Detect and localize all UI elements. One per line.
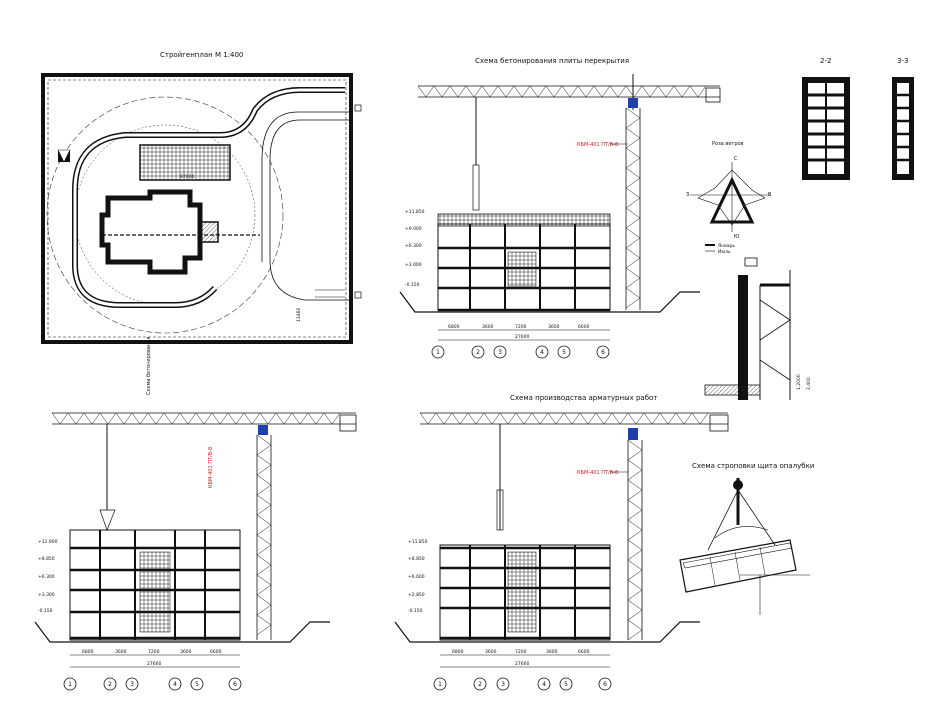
svg-text:6: 6 xyxy=(233,681,237,688)
svg-text:КБМ-401 ПТ/В-8: КБМ-401 ПТ/В-8 xyxy=(208,447,214,488)
crane-mast-top xyxy=(625,107,641,310)
svg-text:Ю: Ю xyxy=(734,234,740,240)
wind-rose: Роза ветров С Ю З В Январь Июль xyxy=(686,141,772,255)
svg-text:27600: 27600 xyxy=(515,661,529,667)
dims-bl: 6800 3600 7200 3600 6600 27600 xyxy=(82,649,222,667)
dims-br: 6800 3600 7200 3600 6600 27600 xyxy=(452,649,590,667)
svg-text:+8.850: +8.850 xyxy=(38,556,55,562)
svg-text:3600: 3600 xyxy=(482,324,494,330)
concreting-title: Схема бетонирования плиты перекрытия xyxy=(475,57,629,65)
rebar-title: Схема производства арматурных работ xyxy=(510,394,657,402)
svg-text:1: 1 xyxy=(438,681,442,688)
svg-text:3: 3 xyxy=(130,681,134,688)
svg-text:-0.150: -0.150 xyxy=(38,608,53,614)
section-3-title: 3-3 xyxy=(897,57,908,65)
elevations-br: +11.850 +8.850 +6.600 +2.850 -0.150 xyxy=(408,539,428,614)
svg-text:3600: 3600 xyxy=(485,649,497,655)
crane-jib-br xyxy=(419,412,729,440)
svg-text:6600: 6600 xyxy=(578,649,590,655)
svg-text:2: 2 xyxy=(476,349,480,356)
elevations-top: +11.850 +9.000 +6.300 +3.000 -0.150 xyxy=(405,209,425,288)
svg-text:6: 6 xyxy=(603,681,607,688)
svg-text:4: 4 xyxy=(173,681,177,688)
building-elevation-br xyxy=(439,544,611,641)
svg-text:6: 6 xyxy=(601,349,605,356)
sections: 2-2 3-3 xyxy=(802,57,914,180)
svg-text:3600: 3600 xyxy=(548,324,560,330)
axis-markers-top: 1 2 3 4 5 6 xyxy=(431,345,610,359)
svg-text:6600: 6600 xyxy=(578,324,590,330)
svg-text:2: 2 xyxy=(108,681,112,688)
svg-text:1,2000: 1,2000 xyxy=(796,374,802,390)
svg-text:+6.300: +6.300 xyxy=(405,243,422,249)
elevation-bottom-left: КБМ-401 ПТ/В-8 +11.900 +8.850 +6.300 +3.… xyxy=(34,412,357,691)
svg-text:3600: 3600 xyxy=(180,649,192,655)
site-plan-title: Стройгенплан М 1:400 xyxy=(160,51,243,59)
svg-text:6600: 6600 xyxy=(210,649,222,655)
svg-text:+2.850: +2.850 xyxy=(408,592,425,598)
svg-text:3: 3 xyxy=(501,681,505,688)
dims-top: 6800 3600 7200 3600 6600 27600 xyxy=(448,324,590,340)
crane-jib-top xyxy=(417,74,721,110)
formwork-detail: 1,2000 2,400 xyxy=(704,257,812,400)
elevations-bl: +11.900 +8.850 +6.300 +3.300 -0.150 xyxy=(38,539,58,614)
building-elevation-top xyxy=(437,213,611,312)
rebar-scheme: Схема производства арматурных работ КБМ-… xyxy=(394,394,729,691)
crane-model-label: КБМ-401 ПТ/В-8 xyxy=(577,142,618,148)
svg-text:5: 5 xyxy=(195,681,199,688)
svg-text:+11.900: +11.900 xyxy=(38,539,58,545)
site-plan: Стройгенплан М 1:400 13460 87000 Схема б… xyxy=(41,51,362,395)
svg-text:27600: 27600 xyxy=(515,334,529,340)
svg-text:5: 5 xyxy=(562,349,566,356)
svg-text:КБМ-401 ПТ/В-8: КБМ-401 ПТ/В-8 xyxy=(577,470,618,476)
svg-text:-0.150: -0.150 xyxy=(408,608,423,614)
svg-text:3600: 3600 xyxy=(546,649,558,655)
building-elevation-bl xyxy=(69,529,241,641)
svg-text:6800: 6800 xyxy=(452,649,464,655)
svg-text:Июль: Июль xyxy=(718,249,731,255)
svg-text:+6.600: +6.600 xyxy=(408,574,425,580)
svg-text:1: 1 xyxy=(436,349,440,356)
crane-mast-bl xyxy=(256,434,272,640)
concreting-scheme: Схема бетонирования плиты перекрытия КБМ… xyxy=(399,57,721,359)
svg-text:5: 5 xyxy=(564,681,568,688)
svg-text:6800: 6800 xyxy=(448,324,460,330)
svg-text:6800: 6800 xyxy=(82,649,94,655)
slinging-title: Схема строповки щита опалубки xyxy=(692,462,814,470)
crane-jib-bl xyxy=(51,412,357,435)
svg-text:1: 1 xyxy=(68,681,72,688)
site-plan-dim-left: 13460 xyxy=(296,308,302,322)
svg-text:+6.300: +6.300 xyxy=(38,574,55,580)
svg-text:2,400: 2,400 xyxy=(806,377,812,390)
svg-text:Январь: Январь xyxy=(718,243,735,249)
svg-text:4: 4 xyxy=(542,681,546,688)
axis-markers-bl: 1 2 3 4 5 6 xyxy=(63,677,242,691)
slinging-scheme: Схема строповки щита опалубки xyxy=(679,462,814,615)
site-plan-vertical-label: Схема бетонирования xyxy=(146,337,152,395)
svg-text:З: З xyxy=(686,192,689,198)
svg-text:С: С xyxy=(734,156,738,162)
svg-text:4: 4 xyxy=(540,349,544,356)
svg-text:27600: 27600 xyxy=(147,661,161,667)
svg-text:3: 3 xyxy=(498,349,502,356)
svg-text:+8.850: +8.850 xyxy=(408,556,425,562)
section-2-title: 2-2 xyxy=(820,57,831,65)
svg-text:+9.000: +9.000 xyxy=(405,226,422,232)
svg-text:-0.150: -0.150 xyxy=(405,282,420,288)
svg-text:+3.300: +3.300 xyxy=(38,592,55,598)
svg-text:+11.850: +11.850 xyxy=(408,539,428,545)
svg-text:+11.850: +11.850 xyxy=(405,209,425,215)
wind-rose-title: Роза ветров xyxy=(712,141,744,147)
svg-text:В: В xyxy=(768,192,772,198)
axis-markers-br: 1 2 3 4 5 6 xyxy=(433,677,612,691)
svg-text:7200: 7200 xyxy=(515,324,527,330)
crane-mast-br xyxy=(627,439,643,641)
svg-text:7200: 7200 xyxy=(515,649,527,655)
svg-text:2: 2 xyxy=(478,681,482,688)
svg-text:+3.000: +3.000 xyxy=(405,262,422,268)
svg-text:3600: 3600 xyxy=(115,649,127,655)
svg-text:7200: 7200 xyxy=(148,649,160,655)
site-plan-dim-top: 87000 xyxy=(180,174,194,180)
